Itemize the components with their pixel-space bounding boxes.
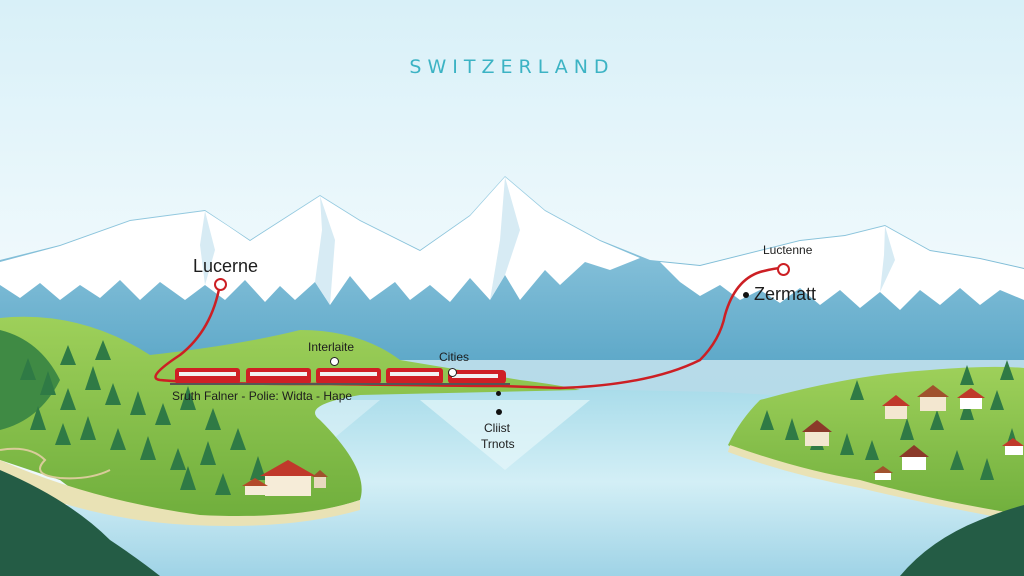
route-caption: Sruth Falner - Polie: Widta - Hape [172, 389, 353, 403]
cities-label: Cities [439, 350, 470, 364]
zermatt-label: Zermatt [754, 284, 817, 304]
zermatt-marker[interactable] [743, 292, 749, 298]
cities-marker[interactable] [448, 368, 457, 377]
lucterne-label: Luctenne [763, 243, 813, 257]
lucterne-marker[interactable] [777, 263, 790, 276]
chest-label-line2: Trnots [481, 437, 515, 451]
chest-marker[interactable] [496, 409, 502, 415]
chalet-houses-icon [802, 385, 1024, 480]
interlaken-marker[interactable] [330, 357, 339, 366]
mountain-range-icon [0, 176, 1024, 360]
map-title: SWITZERLAND [409, 56, 615, 78]
railway-route [154, 266, 783, 390]
chest-label-line1: Cliist [484, 421, 510, 435]
route-dot [496, 391, 501, 396]
train-icon [170, 368, 510, 385]
pine-trees-icon [20, 340, 266, 495]
lucerne-label: Lucerne [193, 256, 259, 276]
interlaken-label: Interlaite [308, 340, 355, 354]
lucerne-marker[interactable] [214, 278, 227, 291]
